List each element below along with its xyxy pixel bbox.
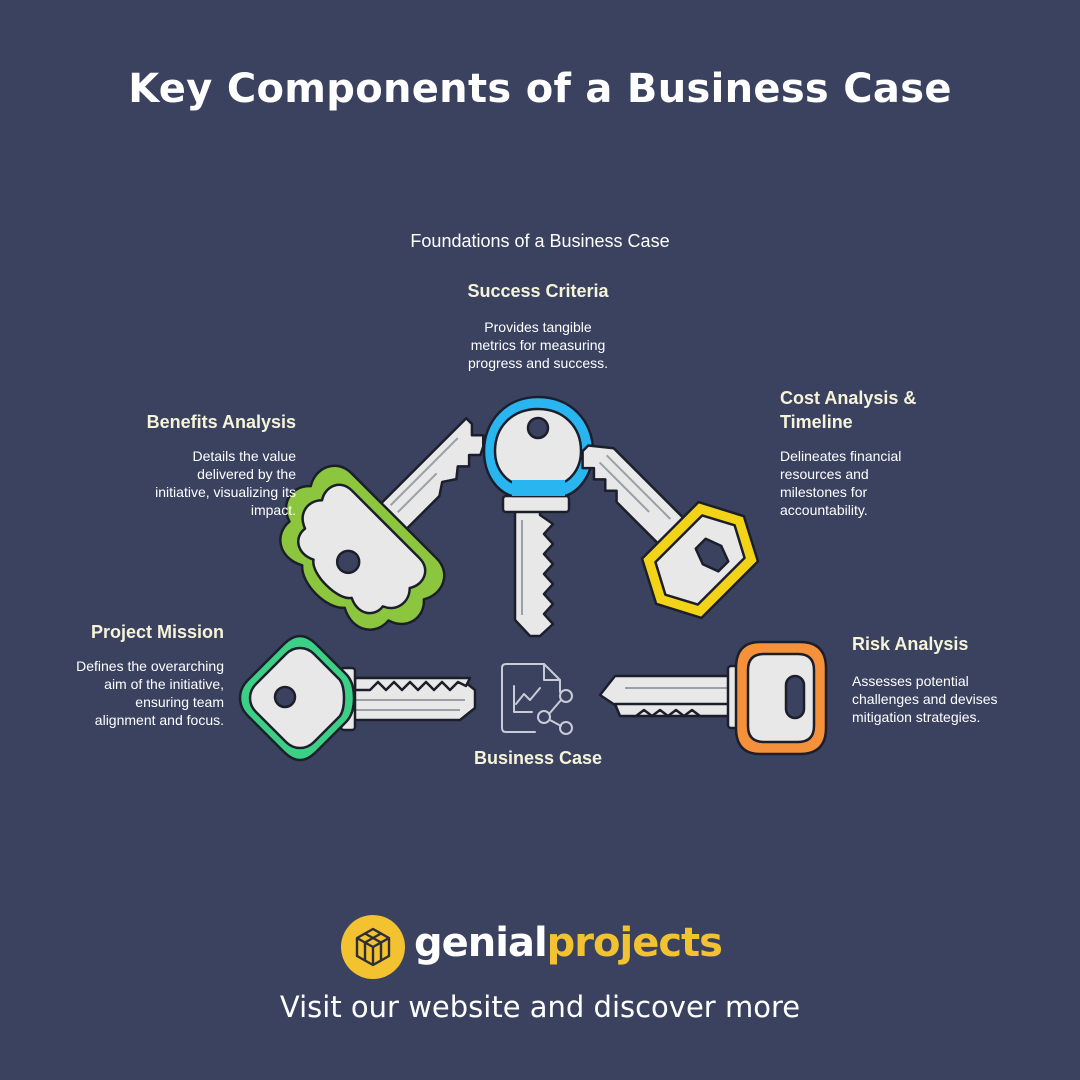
- tagline: Visit our website and discover more: [279, 990, 801, 1024]
- benefits-analysis-heading: Benefits Analysis: [146, 412, 296, 432]
- project-mission-heading: Project Mission: [90, 622, 224, 642]
- diagram-subtitle: Foundations of a Business Case: [410, 231, 670, 251]
- cost-analysis-key: [581, 444, 760, 620]
- benefits-analysis-key: [279, 417, 485, 631]
- project-mission-key: [238, 634, 477, 762]
- risk-analysis-desc: Assesses potential challenges and devise…: [852, 673, 998, 725]
- risk-analysis-key: [598, 640, 828, 756]
- success-criteria-key: [482, 395, 595, 638]
- success-criteria-heading: Success Criteria: [467, 281, 609, 301]
- project-mission-desc: Defines the overarching aim of the initi…: [76, 658, 224, 728]
- risk-analysis-heading: Risk Analysis: [852, 634, 969, 654]
- cost-analysis-desc: Delineates financial resources and miles…: [780, 448, 902, 518]
- success-criteria-desc: Provides tangible metrics for measuring …: [467, 319, 609, 371]
- cube-icon: [341, 915, 405, 979]
- cost-analysis-heading: Cost Analysis & Timeline: [780, 388, 917, 432]
- brand-name: genialprojects: [414, 920, 723, 966]
- benefits-analysis-desc: Details the value delivered by the initi…: [155, 448, 296, 518]
- business-case-icon: [501, 663, 573, 735]
- business-case-label: Business Case: [473, 748, 603, 768]
- page-title: Key Components of a Business Case: [128, 66, 952, 112]
